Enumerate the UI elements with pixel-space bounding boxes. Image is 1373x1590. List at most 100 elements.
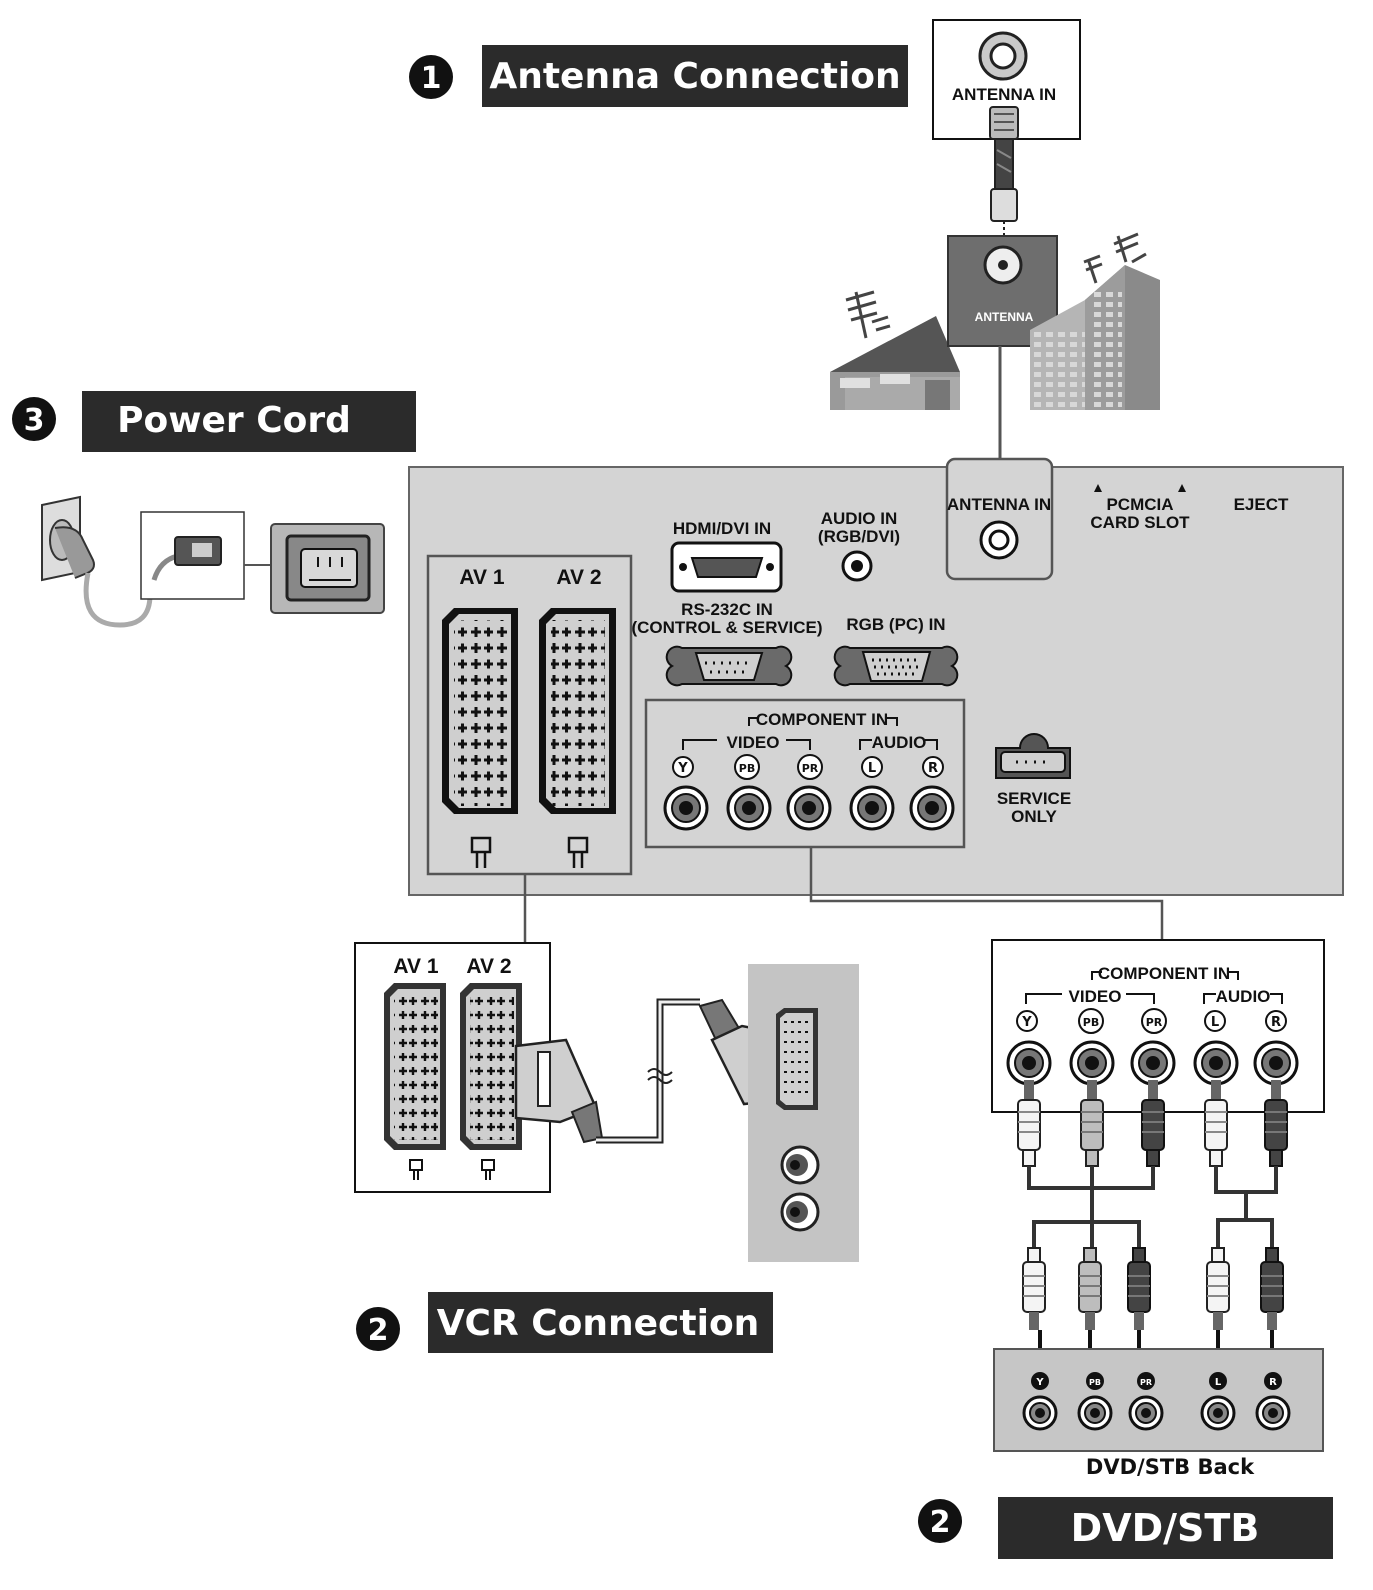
component-jack-pb[interactable]: [726, 785, 772, 831]
vcr-av1-scart-port[interactable]: [384, 983, 446, 1150]
vcr-scart-port[interactable]: [776, 1008, 818, 1110]
callout-jack-label-pb: PB: [1083, 1016, 1099, 1029]
callout-jack[interactable]: [1193, 1040, 1239, 1086]
dvd-jack[interactable]: [1255, 1395, 1291, 1431]
vcr-section-title: VCR Connection: [437, 1303, 760, 1344]
header-bar: [428, 1292, 773, 1353]
jack-label-pb: PB: [739, 762, 755, 775]
jack-label-y: Y: [677, 761, 688, 776]
rs232-port[interactable]: [665, 645, 793, 687]
pcmcia-arrow-icon: [1178, 484, 1186, 492]
vcr-back-panel: [748, 964, 859, 1262]
rca-plug-y-bottom: [1022, 1247, 1046, 1330]
dvd-stb-back-panel: Y PB PR L R: [993, 1348, 1324, 1452]
eject-label: EJECT: [1234, 495, 1289, 514]
jack-label-l: L: [868, 761, 876, 776]
component-jack-labels: Y PB PR L R: [672, 754, 944, 780]
pcmcia-label: PCMCIA: [1106, 495, 1173, 514]
audio-jack-l[interactable]: [849, 785, 895, 831]
dvd-section-title: DVD/STB: [1071, 1506, 1260, 1550]
av1-scart-port[interactable]: [442, 608, 518, 814]
vcr-rf-jack[interactable]: [780, 1145, 820, 1185]
ac-inlet-icon: [270, 523, 385, 614]
header-bar: [998, 1497, 1333, 1559]
antenna-in-group: [945, 457, 1054, 581]
dvd-jack-label-pr: PR: [1140, 1378, 1152, 1387]
hdmi-port[interactable]: [670, 541, 783, 593]
av2-scart-port[interactable]: [539, 608, 616, 814]
service-port[interactable]: [995, 733, 1071, 779]
callout-jack[interactable]: [1069, 1040, 1115, 1086]
dvd-jack-label-y: Y: [1035, 1377, 1044, 1388]
av1-label: AV 1: [459, 566, 504, 589]
header-bar: [482, 45, 908, 107]
vcr-av2-scart-port[interactable]: [460, 983, 522, 1150]
antenna-section-title: Antenna Connection: [489, 56, 900, 97]
component-jacks[interactable]: [663, 785, 955, 831]
dvd-jack[interactable]: [1128, 1395, 1164, 1431]
step-number: 3: [24, 403, 45, 438]
audio-in-sublabel: (RGB/DVI): [818, 527, 900, 546]
av2-label: AV 2: [556, 566, 601, 589]
power-cord-cable: [83, 572, 158, 628]
coax-cable-icon: [989, 106, 1019, 235]
dvd-jack-label-l: L: [1215, 1377, 1222, 1388]
component-link-line: [809, 847, 1164, 940]
vcr-rf-jack[interactable]: [780, 1192, 820, 1232]
vcr-section-header: 2 VCR Connection: [356, 1292, 773, 1353]
antenna-in-panel-label: ANTENNA IN: [947, 495, 1051, 514]
dvd-section-header: 2 DVD/STB: [918, 1497, 1333, 1559]
callout-jack[interactable]: [1006, 1040, 1052, 1086]
dvd-jack[interactable]: [1200, 1395, 1236, 1431]
step-number: 1: [421, 61, 442, 96]
callout-jack-label-pr: PR: [1146, 1016, 1163, 1029]
power-section-title: Power Cord: [117, 400, 351, 441]
header-bar: [82, 391, 416, 452]
step-number-badge: [12, 397, 56, 441]
audio-label: AUDIO: [872, 733, 927, 752]
audio-in-jack[interactable]: [841, 550, 873, 582]
vcr-av2-label: AV 2: [466, 955, 511, 978]
vcr-av1-label: AV 1: [393, 955, 438, 978]
callout-jack[interactable]: [1253, 1040, 1299, 1086]
step-number-badge: [918, 1499, 962, 1543]
step-number-badge: [356, 1307, 400, 1351]
video-label: VIDEO: [727, 733, 780, 752]
rca-plug-l-bottom: [1206, 1247, 1230, 1330]
component-jack-y[interactable]: [663, 785, 709, 831]
rgb-pc-label: RGB (PC) IN: [846, 615, 945, 634]
dvd-back-caption: DVD/STB Back: [1086, 1455, 1255, 1479]
dvd-jack[interactable]: [1022, 1395, 1058, 1431]
component-in-label: COMPONENT IN: [756, 710, 888, 729]
callout-jack[interactable]: [1130, 1040, 1176, 1086]
scart-symbol-icon: [470, 836, 589, 868]
scart-cable-icon: [514, 998, 786, 1144]
service-sublabel: ONLY: [1011, 807, 1057, 826]
callout-component-in-label: COMPONENT IN: [1098, 964, 1230, 983]
pcmcia-sublabel: CARD SLOT: [1090, 513, 1190, 532]
power-plug-callout: [140, 511, 245, 600]
rs232-sublabel: (CONTROL & SERVICE): [631, 618, 822, 637]
jack-label-pr: PR: [802, 762, 819, 775]
rca-plug-y-top: [1017, 1080, 1041, 1167]
building-icon: [1030, 232, 1160, 410]
antenna-plate-label: ANTENNA: [975, 310, 1034, 324]
callout-jack-label-l: L: [1211, 1015, 1219, 1030]
callout-jack-label-y: Y: [1021, 1015, 1032, 1030]
dvd-jack[interactable]: [1077, 1395, 1113, 1431]
rca-plug-r-top: [1264, 1080, 1288, 1167]
power-section-header: 3 Power Cord: [12, 391, 416, 452]
pcmcia-arrow-icon: [1094, 484, 1102, 492]
hdmi-label: HDMI/DVI IN: [673, 519, 771, 538]
antenna-in-port[interactable]: [979, 520, 1019, 560]
rca-plug-r-bottom: [1260, 1247, 1284, 1330]
audio-jack-r[interactable]: [909, 785, 955, 831]
dvd-jack-label-pb: PB: [1089, 1378, 1101, 1387]
rca-plug-pb-top: [1080, 1080, 1104, 1167]
antenna-in-label: ANTENNA IN: [952, 85, 1056, 104]
rca-plug-pr-top: [1141, 1080, 1165, 1167]
component-jack-pr[interactable]: [786, 785, 832, 831]
rca-cable-icon: [1017, 1080, 1288, 1368]
rgb-pc-port[interactable]: [833, 645, 959, 687]
rca-plug-pb-bottom: [1078, 1247, 1102, 1330]
